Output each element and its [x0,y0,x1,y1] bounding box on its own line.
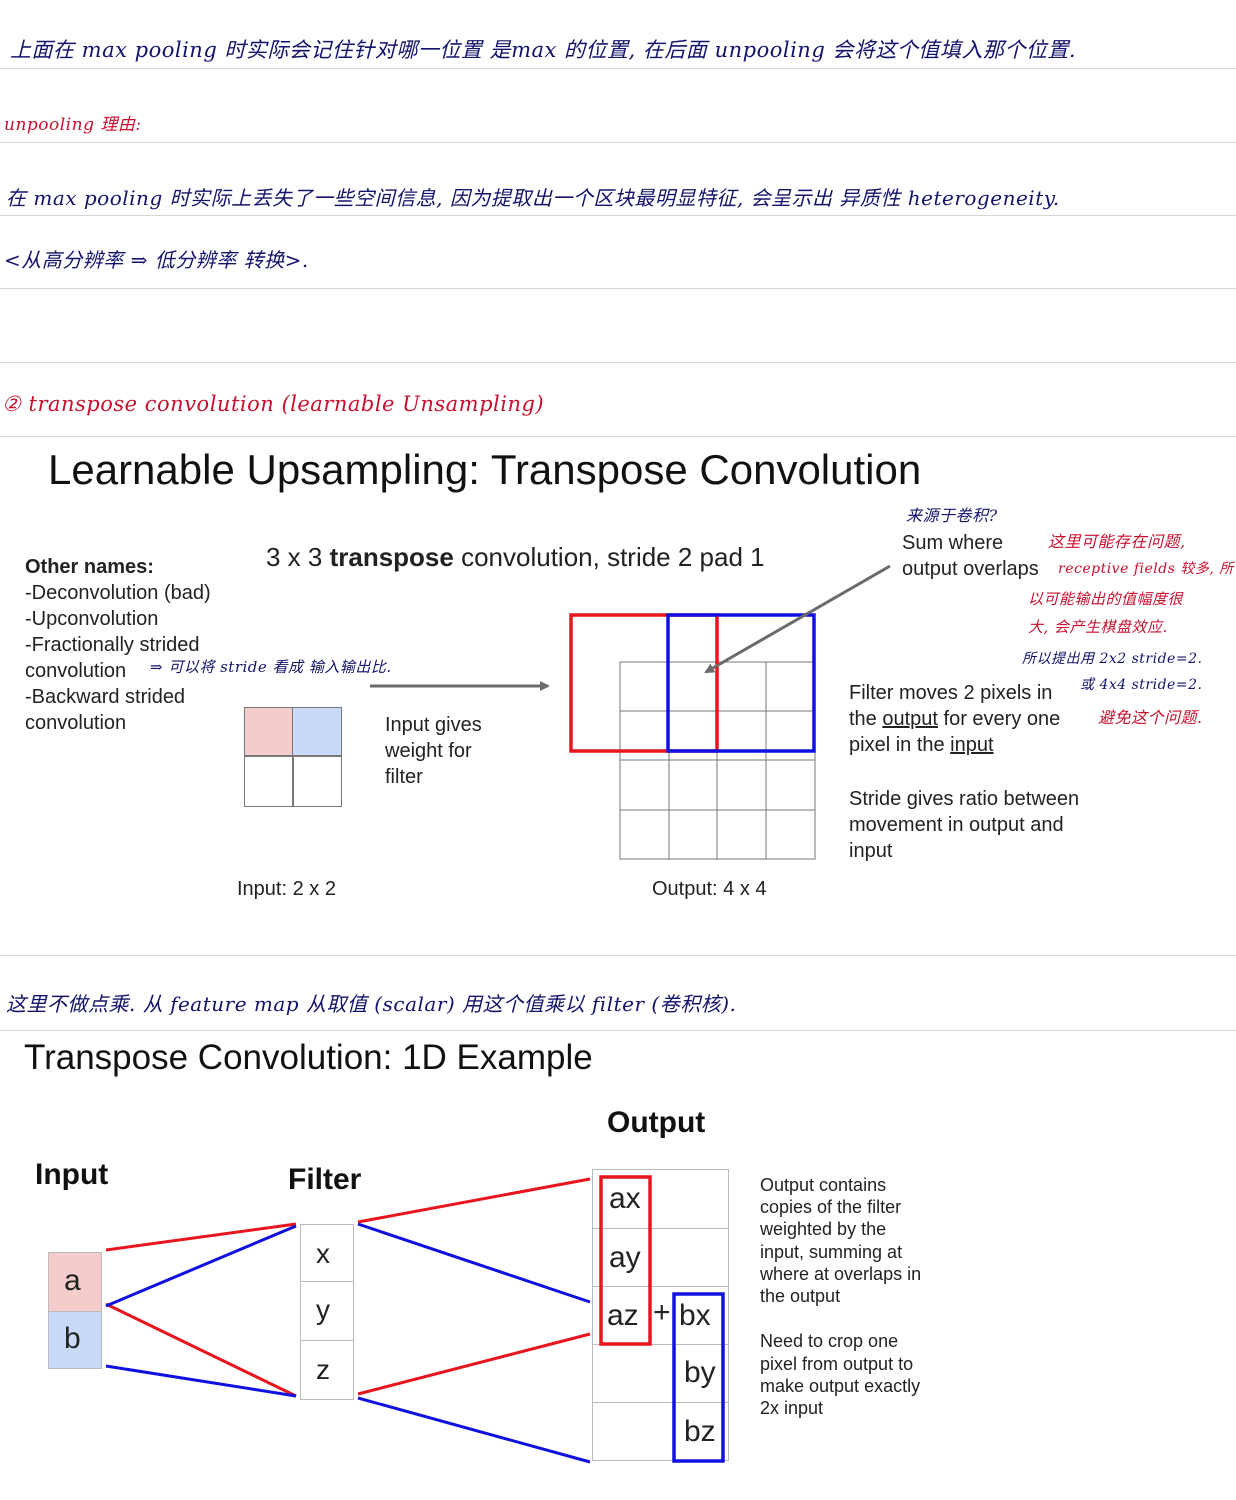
fm3-pre: pixel in the [849,734,951,756]
input-a-label: a [64,1264,81,1297]
note-fractional: ⇒ 可以将 stride 看成 输入输出比. [150,658,392,676]
subtitle-bold: transpose [329,542,454,572]
filter-moves-3: pixel in the input [849,732,994,758]
input-heading: Input [35,1158,109,1191]
output-size-label: Output: 4 x 4 [652,878,767,900]
sum-arrow [704,564,891,674]
note-problem-6: 或 4x4 stride=2. [1080,677,1203,693]
slide-transpose-convolution: Learnable Upsampling: Transpose Convolut… [18,440,1233,930]
note-reason-line-2: <从高分辨率 ⇒ 低分辨率 转换>. [4,248,309,272]
other-name-2: -Upconvolution [25,608,159,630]
filter-moves-1: Filter moves 2 pixels in [849,682,1053,704]
desc1-line3: weighted by the [760,1219,887,1239]
input-cell-a [48,1252,102,1312]
input-cell-b [48,1311,102,1369]
subtitle-post: convolution, stride 2 pad 1 [453,542,765,572]
blue-line-b-x [105,1224,297,1308]
red-line-a-z [105,1302,297,1398]
note-bottom: 这里不做点乘. 从 feature map 从取值 (scalar) 用这个值乘… [6,992,737,1016]
slide2-diagram [105,1175,725,1464]
input-size-label: Input: 2 x 2 [237,878,336,900]
slide2-title: Transpose Convolution: 1D Example [24,1038,593,1077]
note-problem-2: receptive fields 较多, 所 [1058,561,1234,577]
sum-where-2: output overlaps [902,558,1039,580]
other-name-4: convolution [25,660,127,682]
desc2-line3: make output exactly [760,1376,921,1396]
slide1-subtitle: 3 x 3 transpose convolution, stride 2 pa… [266,542,765,573]
desc2-line2: pixel from output to [760,1354,914,1374]
fm-input-underlined: input [950,734,994,756]
note-problem-1: 这里可能存在问题, [1048,532,1186,551]
note-problem-4: 大, 会产生棋盘效应. [1028,618,1168,636]
filter-heading: Filter [288,1163,362,1196]
sum-where-1: Sum where [902,532,1004,554]
desc1-line5: where at overlaps in [760,1264,922,1284]
red-output-box [599,1175,652,1346]
input-gives-1: Input gives [385,714,482,736]
out-ay: ay [609,1241,641,1274]
red-line-z-out [357,1332,591,1396]
blue-line-b-z [105,1364,297,1398]
subtitle-pre: 3 x 3 [266,542,330,572]
desc2-line1: Need to crop one [760,1331,899,1351]
input-cell-1-1 [292,755,342,807]
other-name-6: convolution [25,712,127,734]
note-reason-label: unpooling 理由: [4,115,142,135]
note-problem-7: 避免这个问题. [1098,708,1203,727]
fm-output-underlined: output [882,708,938,730]
desc1-line1: Output contains [760,1175,887,1195]
out-az: az [607,1299,639,1332]
note-problem-5: 所以提出用 2x2 stride=2. [1022,651,1203,667]
desc1-line4: input, summing at [760,1242,903,1262]
desc2-line4: 2x input [760,1398,824,1418]
slide1-title: Learnable Upsampling: Transpose Convolut… [48,446,922,493]
filter-moves-2: the output for every one [849,706,1060,732]
desc1-line2: copies of the filter [760,1197,902,1217]
slide1-diagram [370,564,891,860]
desc1-line6: the output [760,1286,841,1306]
input-cell-1-0 [244,755,294,807]
stride-ratio-1: Stride gives ratio between [849,788,1080,810]
filter-z-label: z [316,1354,330,1385]
out-bx: bx [679,1299,711,1332]
blue-filter-window [666,613,816,753]
slide-1d-example: Transpose Convolution: 1D Example Input … [0,1034,940,1474]
out-ax: ax [609,1182,641,1215]
red-filter-window [569,613,719,753]
filter-y-label: y [316,1294,330,1325]
red-line-x-out [357,1177,591,1224]
fm-post: for every one [937,708,1061,730]
stride-ratio-3: input [849,840,893,862]
input-b-label: b [64,1322,81,1355]
note-section-2: ② transpose convolution (learnable Unsam… [2,392,545,416]
note-problem-3: 以可能输出的值幅度很 [1028,590,1184,608]
stride-ratio-2: movement in output and [849,814,1064,836]
other-names-heading: Other names: [25,556,154,578]
out-bz: bz [684,1415,716,1448]
output-cell-4 [592,1402,729,1461]
filter-cell-z [300,1340,354,1400]
note-reason-line-1: 在 max pooling 时实际上丢失了一些空间信息, 因为提取出一个区块最明… [6,186,1060,210]
blue-output-box [672,1292,725,1463]
other-name-3: -Fractionally strided [25,634,200,656]
input-cell-0-1 [292,707,342,757]
note-line-1: 上面在 max pooling 时实际会记住针对哪一位置 是max 的位置, 在… [10,38,1077,62]
input-gives-2: weight for [385,740,472,762]
other-name-1: -Deconvolution (bad) [25,582,211,604]
note-source: 来源于卷积? [906,506,998,525]
out-by: by [684,1356,716,1389]
other-name-5: -Backward strided [25,686,186,708]
red-line-a-x [105,1222,297,1252]
plus-sign: + [653,1296,671,1329]
filter-x-label: x [316,1238,330,1269]
input-gives-3: filter [385,766,423,788]
blue-line-x-out [357,1222,591,1304]
output-heading: Output [607,1106,706,1139]
fm-pre: the [849,708,883,730]
blue-line-z-out [357,1396,591,1464]
